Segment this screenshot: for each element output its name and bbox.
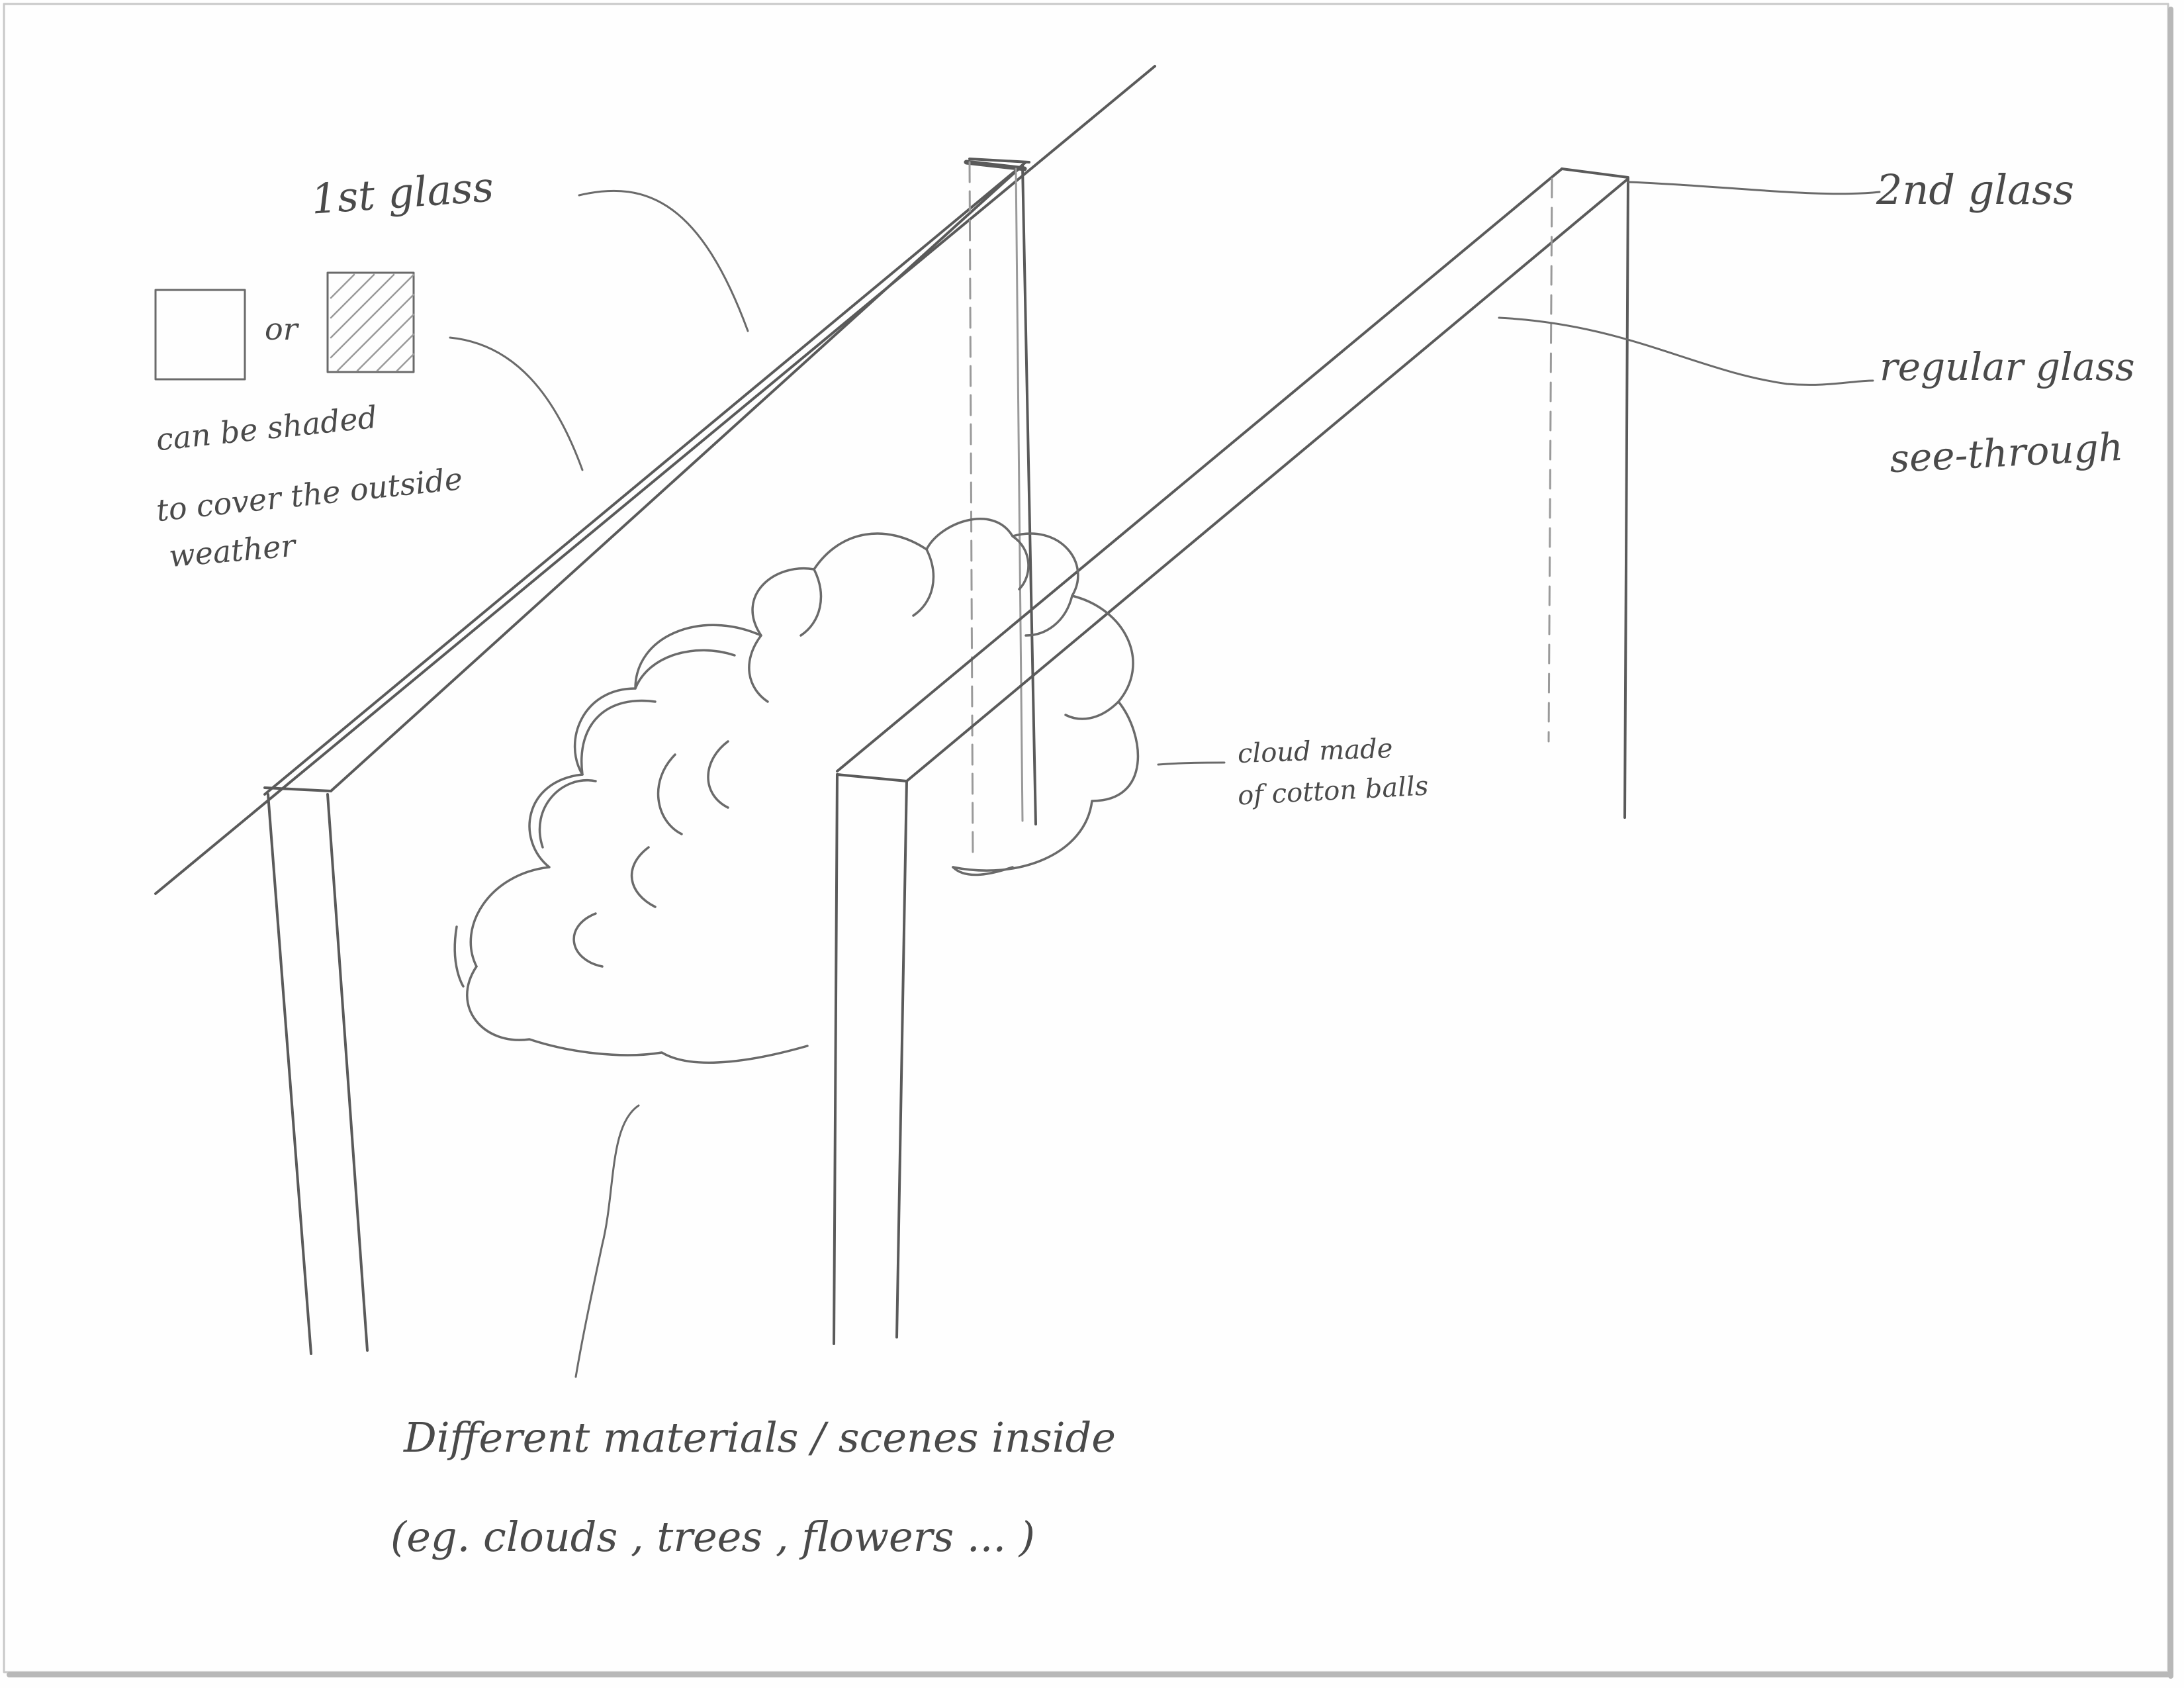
label-materials-line-1: Different materials / scenes inside (404, 1413, 1116, 1462)
leader-lines (450, 182, 1880, 1377)
label-materials-line-2: (eg. clouds , trees , flowers ... ) (390, 1513, 1035, 1561)
hatching (331, 275, 414, 371)
label-second-glass: 2nd glass (1876, 165, 2074, 214)
leader-second-glass (1628, 182, 1880, 194)
label-or: or (265, 311, 298, 347)
label-cloud-line-1: cloud made (1237, 733, 1393, 769)
leader-first-glass (579, 191, 748, 331)
leader-shaded-note (450, 338, 582, 470)
second-glass-panel (834, 169, 1628, 1344)
leader-cloud (1158, 763, 1224, 765)
first-glass-panel (156, 66, 1155, 1354)
label-regular-glass-line-1: regular glass (1880, 344, 2135, 389)
leader-regular-glass (1499, 318, 1873, 385)
unshaded-square (156, 290, 245, 379)
leader-materials (576, 1105, 639, 1377)
